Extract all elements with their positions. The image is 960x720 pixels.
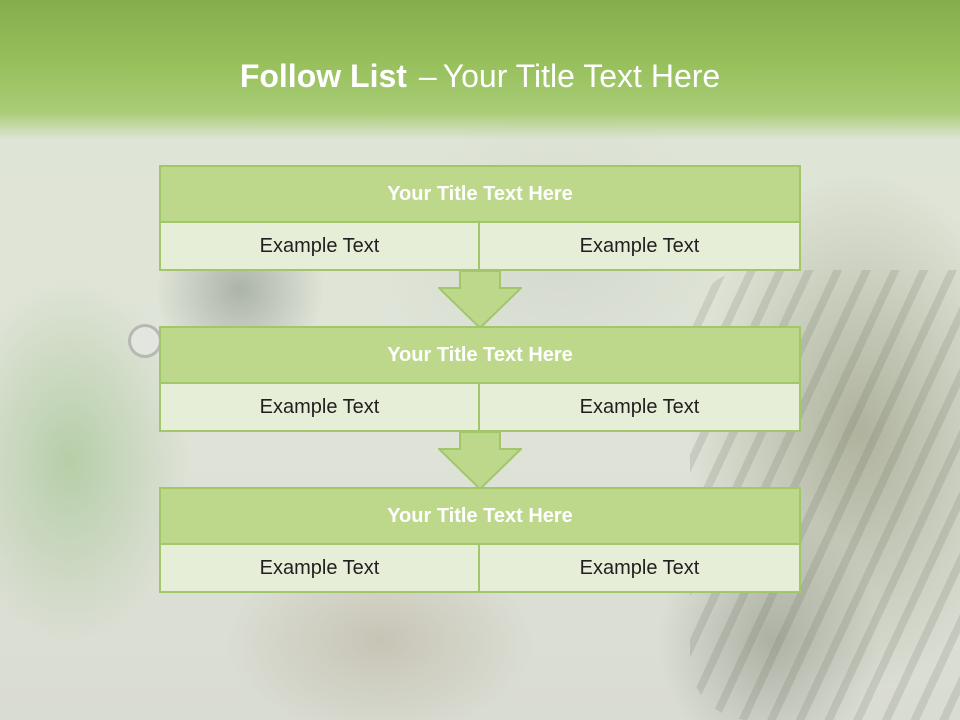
step-row: Example Text Example Text — [159, 382, 801, 432]
step-cell-right: Example Text — [478, 382, 801, 432]
slide-title-dash: – — [418, 58, 437, 94]
step-cell-right: Example Text — [478, 543, 801, 593]
slide-title-bold: Follow List — [239, 58, 407, 94]
down-arrow-icon — [438, 270, 522, 330]
step-cell-right: Example Text — [478, 221, 801, 271]
step-row: Example Text Example Text — [159, 543, 801, 593]
header-band — [0, 0, 960, 140]
step-box-3: Your Title Text Here Example Text Exampl… — [159, 487, 801, 593]
step-title: Your Title Text Here — [159, 487, 801, 545]
step-title: Your Title Text Here — [159, 165, 801, 223]
down-arrow-icon — [438, 431, 522, 491]
slide-title: Follow List–Your Title Text Here — [0, 54, 960, 98]
step-cell-left: Example Text — [159, 543, 480, 593]
step-cell-left: Example Text — [159, 382, 480, 432]
step-box-2: Your Title Text Here Example Text Exampl… — [159, 326, 801, 432]
background-knob — [128, 324, 162, 358]
step-title: Your Title Text Here — [159, 326, 801, 384]
step-row: Example Text Example Text — [159, 221, 801, 271]
slide-title-rest: Your Title Text Here — [442, 58, 721, 94]
step-cell-left: Example Text — [159, 221, 480, 271]
step-box-1: Your Title Text Here Example Text Exampl… — [159, 165, 801, 271]
